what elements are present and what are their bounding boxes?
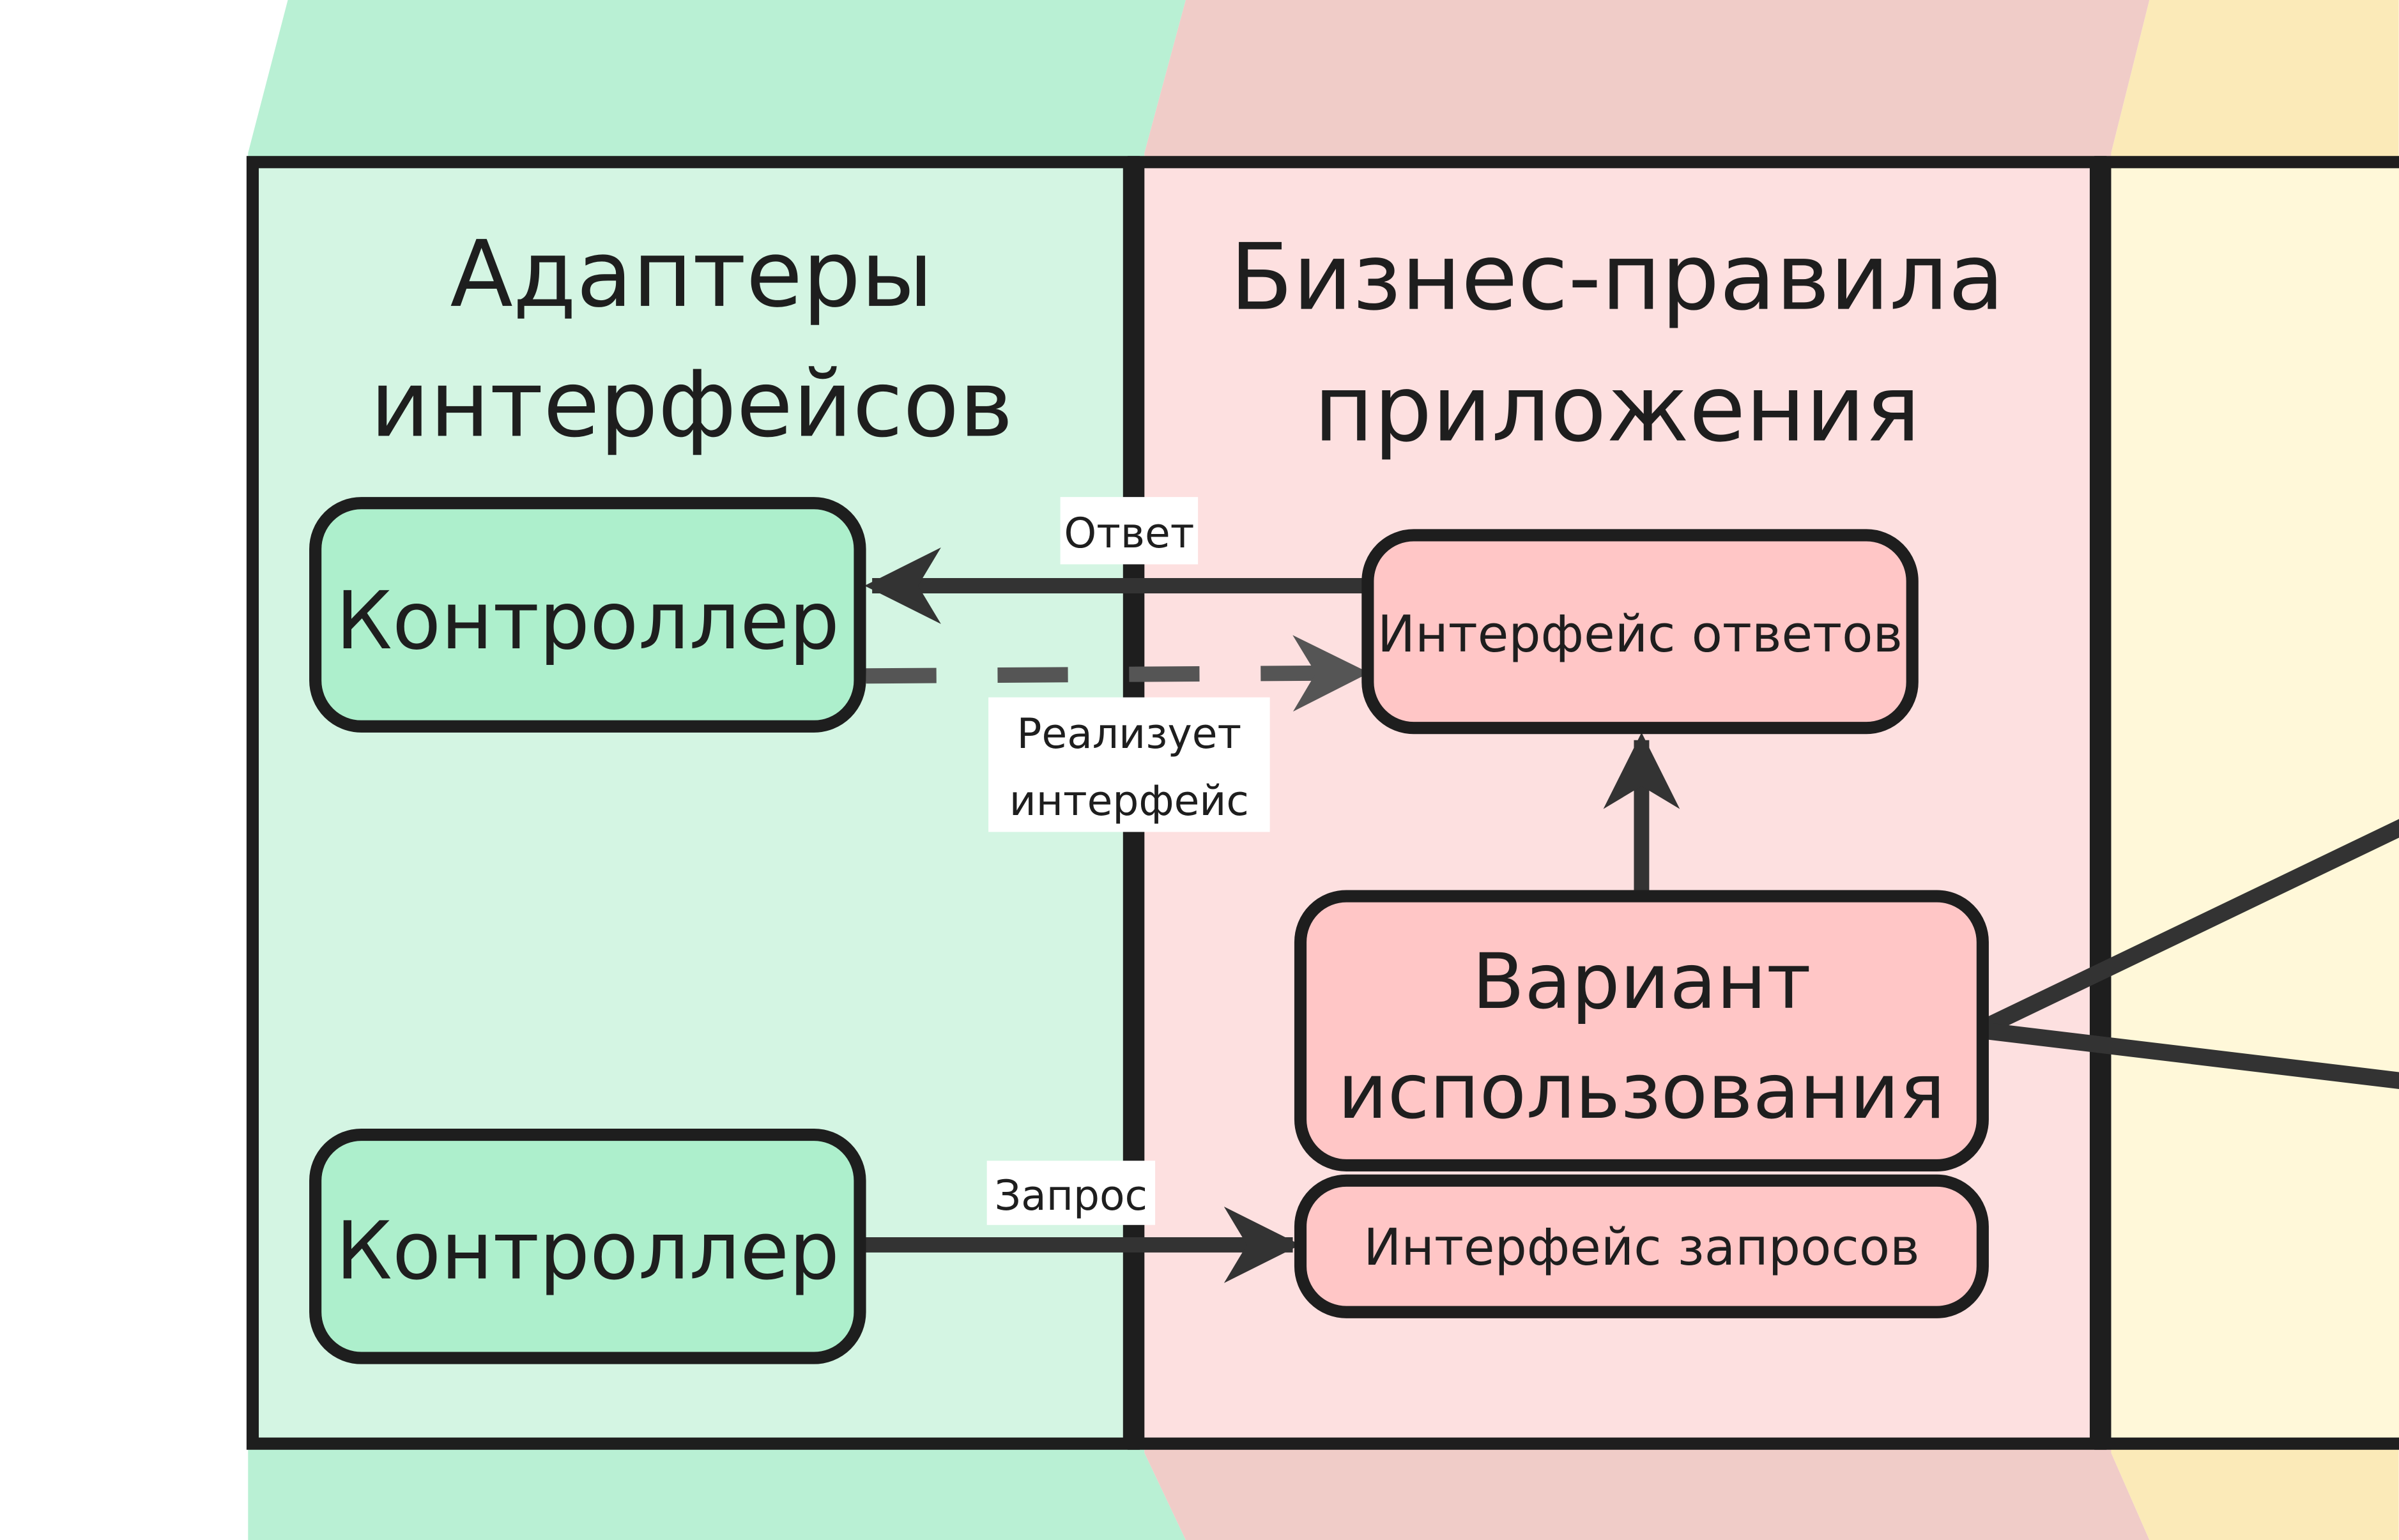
adapters-title-line2: интерфейсов xyxy=(370,351,1013,457)
response-interface-node: Интерфейс ответов xyxy=(1361,529,1919,735)
controller-bottom-node: Контроллер xyxy=(309,1128,866,1364)
use-case-to-entity-line-upper xyxy=(1981,819,2399,1035)
controller-top-node: Контроллер xyxy=(309,497,866,733)
response-edge-label: Ответ xyxy=(1060,497,1199,565)
implements-edge-text-line2: интерфейс xyxy=(1009,777,1249,825)
implements-dashed-arrow xyxy=(866,635,1370,712)
entities-panel xyxy=(2094,156,2399,1450)
use-case-node: Вариант использования xyxy=(1294,890,1989,1171)
request-edge-text: Запрос xyxy=(995,1172,1147,1220)
response-interface-label: Интерфейс ответов xyxy=(1377,605,1903,664)
implements-edge-label: Реализует интерфейс xyxy=(988,697,1270,832)
business-title-line2: приложения xyxy=(1314,356,1920,462)
controller-bottom-label: Контроллер xyxy=(336,1205,839,1298)
request-edge-label: Запрос xyxy=(986,1161,1156,1225)
use-case-label-line1: Вариант xyxy=(1472,938,1811,1026)
controller-top-label: Контроллер xyxy=(336,575,839,667)
use-case-label-line2: использования xyxy=(1338,1048,1945,1136)
request-interface-node: Интерфейс запросов xyxy=(1294,1174,1989,1318)
implements-edge-text-line1: Реализует xyxy=(1017,710,1242,758)
request-interface-label: Интерфейс запросов xyxy=(1363,1218,1919,1277)
use-case-to-entity-line-lower xyxy=(1983,1022,2399,1089)
response-edge-text: Ответ xyxy=(1064,510,1194,558)
business-title-line1: Бизнес-правила xyxy=(1230,224,2004,331)
adapters-title-line1: Адаптеры xyxy=(450,221,933,328)
